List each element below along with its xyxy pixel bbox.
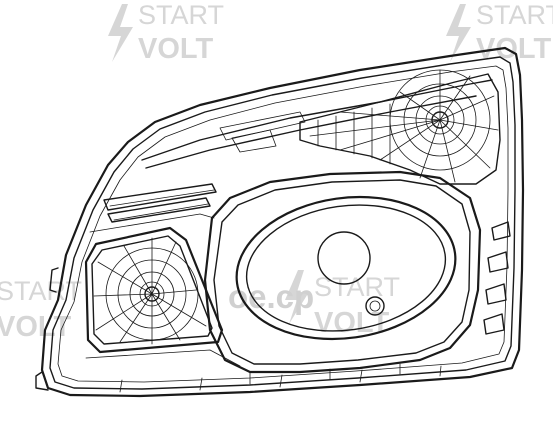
watermark-mid-center: START VOLT xyxy=(285,270,400,339)
watermark-volt-text: VOLT xyxy=(314,307,389,339)
watermark-start-text: START xyxy=(314,272,400,302)
watermark-top-right: START VOLT xyxy=(446,0,553,65)
top-right-reflector xyxy=(299,69,501,185)
watermark-start-text: START xyxy=(138,0,224,30)
lightning-bolt-icon xyxy=(446,4,471,62)
lightning-bolt-icon xyxy=(285,270,309,324)
left-inner-trim xyxy=(85,213,241,367)
center-watermark-logo: oe.cp xyxy=(228,278,314,315)
upper-trim-strip xyxy=(141,79,493,169)
bottom-left-reflector xyxy=(84,226,224,354)
center-frame xyxy=(203,170,482,385)
watermark-volt-text: VOLT xyxy=(476,33,551,65)
housing-outline xyxy=(35,46,525,398)
watermark-start-text: START xyxy=(476,0,553,30)
ellipse-lens xyxy=(235,195,457,341)
watermark-top-left: START VOLT xyxy=(108,0,224,65)
watermark-mid-left: START VOLT xyxy=(0,276,82,343)
lightning-bolt-icon xyxy=(108,4,133,62)
left-slats xyxy=(103,183,217,223)
watermark-volt-text: VOLT xyxy=(0,311,71,343)
right-side-ribs xyxy=(483,221,511,335)
watermark-volt-text: VOLT xyxy=(138,33,213,65)
